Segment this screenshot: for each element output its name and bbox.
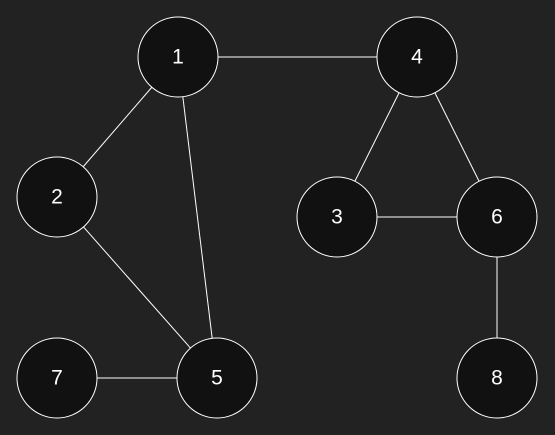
node-label: 6 (491, 206, 503, 229)
edges-layer (82, 56, 498, 379)
node-label: 3 (331, 206, 343, 229)
node-circle (296, 176, 378, 258)
node-1: 1 (137, 16, 219, 98)
node-7: 7 (16, 337, 98, 419)
node-label: 8 (491, 367, 503, 390)
edge-4-6 (434, 92, 480, 182)
node-circle (456, 337, 538, 419)
node-circle (137, 16, 219, 98)
node-circle (376, 16, 458, 98)
node-circle (16, 156, 98, 238)
node-circle (16, 337, 98, 419)
node-label: 7 (51, 367, 63, 390)
node-6: 6 (456, 176, 538, 258)
node-circle (176, 337, 258, 419)
node-5: 5 (176, 337, 258, 419)
edge-1-5 (182, 96, 213, 339)
nodes-layer: 1 2 3 4 5 6 7 8 (16, 16, 538, 419)
node-3: 3 (296, 176, 378, 258)
node-circle (456, 176, 538, 258)
node-label: 5 (211, 367, 223, 390)
node-label: 4 (411, 46, 423, 69)
node-2: 2 (16, 156, 98, 238)
node-label: 2 (51, 186, 63, 209)
node-4: 4 (376, 16, 458, 98)
edge-4-3 (354, 92, 400, 182)
node-8: 8 (456, 337, 538, 419)
edge-1-2 (82, 86, 153, 168)
node-label: 1 (172, 46, 184, 69)
edge-2-5 (83, 226, 191, 349)
